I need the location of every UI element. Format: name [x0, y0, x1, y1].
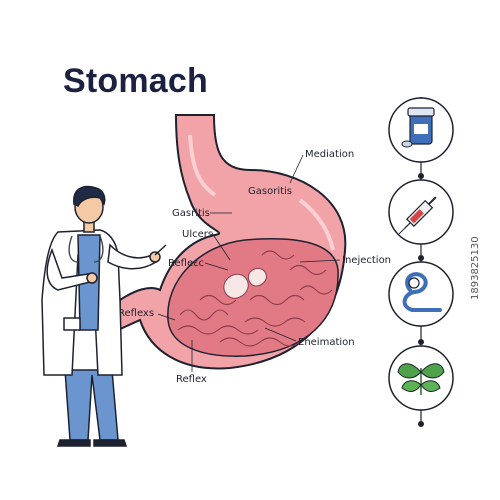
leader-lines	[157, 154, 341, 372]
labels: Mediation Gasoritis Gasritis Ulcers Refl…	[118, 149, 391, 385]
label-gasoritis: Gasoritis	[248, 186, 292, 197]
page-title: Stomach	[63, 62, 208, 100]
medicine-bottle-icon	[388, 97, 454, 163]
label-reflec: Refleεc	[168, 258, 204, 269]
endoscope-icon	[388, 261, 454, 327]
stomach	[116, 114, 347, 370]
leaf-icon	[388, 345, 454, 411]
image-id-text: 1893825130	[470, 236, 481, 300]
stomach-folds	[177, 250, 333, 347]
syringe-icon	[388, 179, 454, 245]
label-ulcers: Ulcers	[182, 229, 213, 240]
ulcer-spots	[223, 267, 267, 299]
doctor-figure	[41, 185, 167, 447]
label-reflex: Reflex	[176, 374, 207, 385]
label-injection: Inejection	[342, 255, 391, 266]
label-reflexs: Reflexs	[118, 308, 154, 319]
label-mediation: Mediation	[305, 149, 354, 160]
label-eneimation: Eneimation	[298, 337, 355, 348]
label-gasritis: Gasritis	[172, 208, 210, 219]
icon-column	[388, 97, 454, 427]
